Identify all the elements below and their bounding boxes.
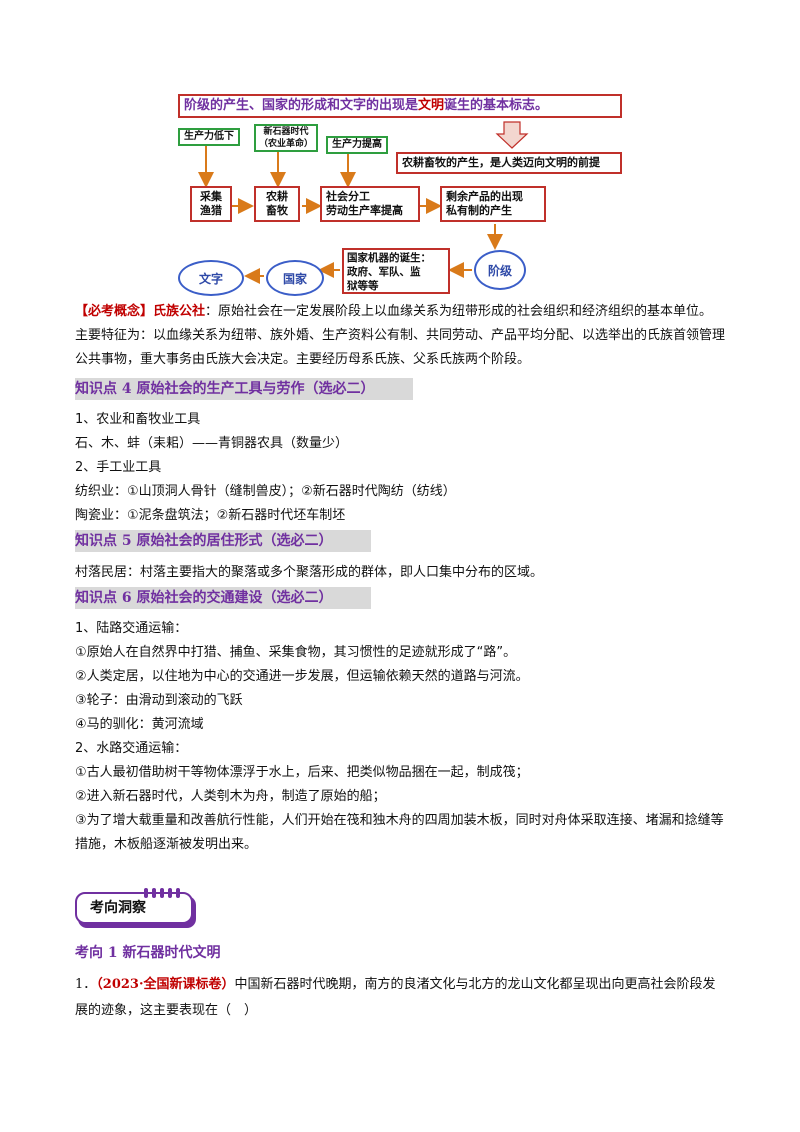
low-productivity-box: 生产力低下 xyxy=(178,128,240,146)
banner-shape xyxy=(75,888,196,928)
surplus-box: 剩余产品的出现 私有制的产生 xyxy=(440,186,546,222)
diagram-title: 阶级的产生、国家的形成和文字的出现是文明诞生的基本标志。 xyxy=(178,94,622,118)
section-banner: 考向洞察 xyxy=(74,886,202,932)
kp6-line: ④马的驯化：黄河流域 xyxy=(75,717,204,732)
kp6-prefix: 知识点 xyxy=(75,590,117,606)
farming-box: 农耕 畜牧 xyxy=(254,186,300,222)
premise-box: 农耕畜牧的产生，是人类迈向文明的前提 xyxy=(396,152,622,174)
question-number: 1． xyxy=(75,977,97,992)
section-label: 考向洞察 xyxy=(90,900,146,916)
question-text: 中国新石器时代晚期，南方的良渚文化与北方的龙山文化都呈现出向更高社会阶段发展的迹… xyxy=(75,977,716,1018)
diagram-connectors xyxy=(198,121,529,284)
state-circle: 国家 xyxy=(266,260,324,296)
concept-paragraph: 【必考概念】氏族公社：原始社会在一定发展阶段上以血缘关系为纽带形成的社会组织和经… xyxy=(75,300,725,372)
kp4-prefix: 知识点 xyxy=(75,381,117,397)
kp4-line: 纺织业：①山顶洞人骨针（缝制兽皮）；②新石器时代陶纺（纺线） xyxy=(75,484,456,499)
kp4-heading: 知识点 4 原始社会的生产工具与劳作（选必二） xyxy=(75,378,413,400)
civilization-diagram: 阶级的产生、国家的形成和文字的出现是文明诞生的基本标志。 农耕畜牧的产生，是人类… xyxy=(170,88,630,298)
kp5-line: 村落民居：村落主要指大的聚落或多个聚落形成的群体，即人口集中分布的区域。 xyxy=(75,565,544,580)
kp4-line: 1、农业和畜牧业工具 xyxy=(75,412,201,427)
title-civilization: 文明 xyxy=(418,98,445,113)
kp4-line: 陶瓷业：①泥条盘筑法；②新石器时代坯车制坯 xyxy=(75,508,346,523)
title-part3: 诞生的基本标志。 xyxy=(444,98,549,113)
kp6-line: ②进入新石器时代，人类刳木为舟，制造了原始的船； xyxy=(75,789,386,804)
kp6-line: ①古人最初借助树干等物体漂浮于水上，后来、把类似物品捆在一起，制成筏； xyxy=(75,765,529,780)
direction-title: 新石器时代文明 xyxy=(122,945,221,961)
gathering-box: 采集 渔猎 xyxy=(190,186,232,222)
kp6-last-paragraph: ③为了增大载重量和改善航行性能，人们开始在筏和独木舟的四周加装木板，同时对舟体采… xyxy=(75,813,724,852)
direction-heading: 考向 1 新石器时代文明 xyxy=(75,942,221,964)
concept-tag: 【必考概念】 xyxy=(75,304,154,319)
kp4-title: 原始社会的生产工具与劳作（选必二） xyxy=(136,381,375,397)
kp5-num: 5 xyxy=(121,533,132,549)
concept-text: ：原始社会在一定发展阶段上以血缘关系为纽带形成的社会组织和经济组织的基本单位。主… xyxy=(75,304,726,367)
direction-num: 1 xyxy=(107,945,118,961)
writing-circle: 文字 xyxy=(178,260,244,296)
kp6-num: 6 xyxy=(121,590,132,606)
kp6-title: 原始社会的交通建设（选必二） xyxy=(136,590,333,606)
high-productivity-box: 生产力提高 xyxy=(326,136,388,154)
kp5-heading: 知识点 5 原始社会的居住形式（选必二） xyxy=(75,530,371,552)
neolithic-box: 新石器时代 （农业革命） xyxy=(254,124,318,152)
kp4-line: 2、手工业工具 xyxy=(75,460,162,475)
class-circle: 阶级 xyxy=(474,250,526,290)
kp6-heading: 知识点 6 原始社会的交通建设（选必二） xyxy=(75,587,371,609)
concept-term: 氏族公社 xyxy=(153,304,206,319)
kp5-title: 原始社会的居住形式（选必二） xyxy=(136,533,333,549)
kp4-num: 4 xyxy=(121,381,132,397)
question-1: 1．（2023·全国新课标卷）中国新石器时代晚期，南方的良渚文化与北方的龙山文化… xyxy=(75,972,725,1024)
direction-prefix: 考向 xyxy=(75,945,103,961)
kp6-line: ②人类定居，以住地为中心的交通进一步发展，但运输依赖天然的道路与河流。 xyxy=(75,669,529,684)
division-box: 社会分工 劳动生产率提高 xyxy=(320,186,420,222)
kp6-line: 2、水路交通运输： xyxy=(75,741,188,756)
state-machine-box: 国家机器的诞生： 政府、军队、监 狱等等 xyxy=(342,248,450,294)
kp4-line: 石、木、蚌（耒耜）——青铜器农具（数量少） xyxy=(75,436,349,451)
kp5-prefix: 知识点 xyxy=(75,533,117,549)
kp6-line: ③轮子：由滑动到滚动的飞跃 xyxy=(75,693,243,708)
kp6-line: ①原始人在自然界中打猎、捕鱼、采集食物，其习惯性的足迹就形成了“路”。 xyxy=(75,645,517,660)
question-source: （2023·全国新课标卷） xyxy=(96,977,235,992)
title-part1: 阶级的产生、国家的形成和文字的出现是 xyxy=(184,98,419,113)
down-arrow-icon xyxy=(495,121,529,149)
kp6-line: 1、陆路交通运输： xyxy=(75,621,188,636)
